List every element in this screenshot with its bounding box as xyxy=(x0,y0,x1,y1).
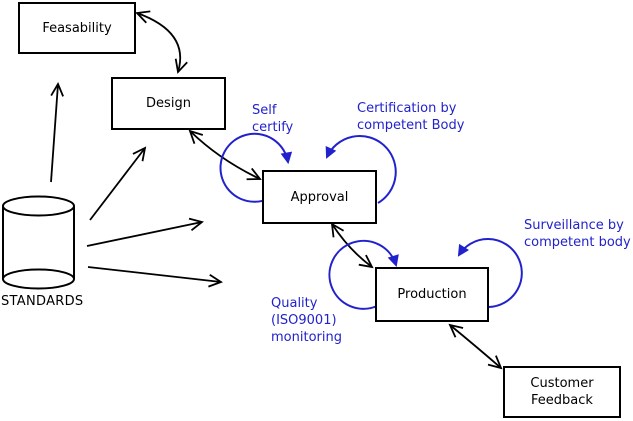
arrow-design-approval xyxy=(190,131,260,179)
loop-certification xyxy=(327,135,397,204)
certification-annotation: Certification by competent Body xyxy=(357,101,465,133)
arrow-approval-production xyxy=(332,224,372,267)
approval-node: Approval xyxy=(262,170,377,224)
arrow-standards-to-production xyxy=(87,266,221,282)
loop-surveillance xyxy=(459,238,523,308)
arrow-standards-to-approval xyxy=(86,222,202,247)
quality-monitoring-annotation: Quality (ISO9001) monitoring xyxy=(271,296,342,345)
arrow-feasability-design xyxy=(137,13,180,72)
arrow-standards-to-feasability xyxy=(50,84,58,183)
loop-quality-monitoring xyxy=(328,239,396,310)
surveillance-annotation: Surveillance by competent body xyxy=(524,218,631,250)
production-node: Production xyxy=(375,267,489,322)
design-node: Design xyxy=(111,77,226,130)
arrow-standards-to-design xyxy=(89,148,145,221)
arrow-production-customer-feedback xyxy=(450,325,501,368)
standards-label: STANDARDS xyxy=(1,294,84,309)
standards-cylinder xyxy=(2,195,75,290)
self-certify-annotation: Self certify xyxy=(252,103,294,135)
customer-feedback-node: Customer Feedback xyxy=(503,366,621,418)
feasability-node: Feasability xyxy=(18,2,136,54)
loop-self-certify xyxy=(219,132,288,203)
